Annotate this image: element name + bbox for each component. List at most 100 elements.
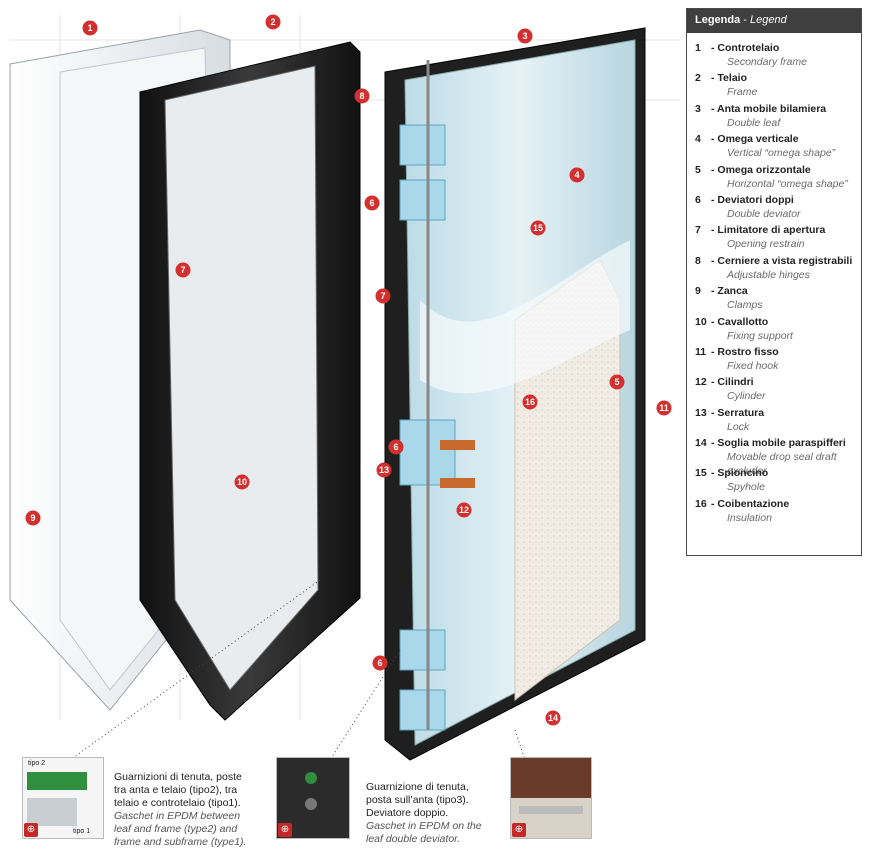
- legend-item-name: Spioncino: [717, 467, 768, 479]
- legend-item: 9- ZancaClamps: [695, 284, 861, 314]
- legend-item-name: Soglia mobile paraspifferi: [717, 437, 845, 449]
- marker-label: 5: [614, 377, 619, 387]
- legend-item-translation: Frame: [695, 85, 861, 99]
- marker-label: 6: [393, 442, 398, 452]
- marker-label: 4: [574, 170, 579, 180]
- legend-item-translation: Double deviator: [695, 207, 861, 221]
- legend-item: 2- TelaioFrame: [695, 71, 861, 101]
- marker-4: 4: [570, 168, 585, 183]
- caption-translation-line: leaf and frame (type2) and: [114, 823, 264, 836]
- legend-panel: Legenda - Legend 1- ControtelaioSecondar…: [686, 8, 862, 556]
- legend-item-translation: Spyhole: [695, 480, 861, 494]
- legend-item: 12- CilindriCylinder: [695, 375, 861, 405]
- zoom-right-icon[interactable]: ⊕: [512, 823, 526, 837]
- marker-label: 7: [380, 291, 385, 301]
- marker-1: 1: [83, 21, 98, 36]
- marker-label: 14: [548, 713, 558, 723]
- legend-header: Legenda - Legend: [687, 9, 861, 33]
- legend-item-number: 15: [695, 466, 711, 480]
- zoom-middle-icon[interactable]: ⊕: [278, 823, 292, 837]
- legend-item-number: 7: [695, 223, 711, 237]
- legend-item-number: 2: [695, 71, 711, 85]
- legend-item-translation: Cylinder: [695, 389, 861, 403]
- legend-item-name: Zanca: [717, 285, 747, 297]
- legend-item-name: Telaio: [717, 72, 747, 84]
- legend-item-number: 8: [695, 254, 711, 268]
- legend-item-translation: Horizontal “omega shape”: [695, 177, 861, 191]
- marker-7: 7: [176, 263, 191, 278]
- marker-16: 16: [523, 395, 538, 410]
- legend-item-translation: Opening restrain: [695, 237, 861, 251]
- legend-item-translation: Double leaf: [695, 116, 861, 130]
- marker-label: 8: [359, 91, 364, 101]
- legend-item-number: 4: [695, 132, 711, 146]
- caption-line: telaio e controtelaio (tipo1).: [114, 797, 264, 810]
- legend-item: 1- ControtelaioSecondary frame: [695, 41, 861, 71]
- legend-item-number: 6: [695, 193, 711, 207]
- marker-label: 11: [659, 403, 669, 413]
- marker-label: 1: [87, 23, 92, 33]
- legend-item-name: Cavallotto: [717, 316, 768, 328]
- legend-item-name: Coibentazione: [717, 498, 789, 510]
- marker-label: 3: [522, 31, 527, 41]
- frame: [140, 42, 360, 720]
- marker-label: 10: [237, 477, 247, 487]
- caption-line: Guarnizioni di tenuta, poste: [114, 771, 264, 784]
- marker-label: 2: [270, 17, 275, 27]
- marker-label: 15: [533, 223, 543, 233]
- legend-item-name: Omega orizzontale: [717, 164, 810, 176]
- marker-label: 13: [379, 465, 389, 475]
- marker-10: 10: [235, 475, 250, 490]
- legend-item: 8- Cerniere a vista registrabiliAdjustab…: [695, 254, 861, 284]
- legend-title: Legenda: [695, 14, 740, 26]
- marker-6: 6: [389, 440, 404, 455]
- caption-line: Deviatore doppio.: [366, 807, 496, 820]
- marker-9: 9: [26, 511, 41, 526]
- caption-line: tra anta e telaio (tipo2), tra: [114, 784, 264, 797]
- legend-item: 4- Omega verticaleVertical “omega shape”: [695, 132, 861, 162]
- legend-item-name: Controtelaio: [717, 42, 779, 54]
- legend-item: 6- Deviatori doppiDouble deviator: [695, 193, 861, 223]
- marker-11: 11: [657, 401, 672, 416]
- legend-item-number: 1: [695, 41, 711, 55]
- legend-item-name: Anta mobile bilamiera: [717, 103, 826, 115]
- legend-item-number: 13: [695, 406, 711, 420]
- marker-8: 8: [355, 89, 370, 104]
- marker-6: 6: [373, 656, 388, 671]
- marker-15: 15: [531, 221, 546, 236]
- caption-translation-line: frame and subframe (type1).: [114, 836, 264, 849]
- marker-label: 7: [180, 265, 185, 275]
- marker-2: 2: [266, 15, 281, 30]
- legend-title-separator: -: [740, 14, 750, 26]
- caption-line: Guarnizione di tenuta,: [366, 781, 496, 794]
- marker-7: 7: [376, 289, 391, 304]
- legend-item-name: Omega verticale: [717, 133, 798, 145]
- marker-label: 6: [377, 658, 382, 668]
- legend-item-name: Limitatore di apertura: [717, 224, 825, 236]
- legend-item-name: Cerniere a vista registrabili: [717, 255, 852, 267]
- zoom-left-icon[interactable]: ⊕: [24, 823, 38, 837]
- marker-label: 9: [30, 513, 35, 523]
- marker-3: 3: [518, 29, 533, 44]
- legend-item-translation: Clamps: [695, 298, 861, 312]
- legend-item-name: Cilindri: [717, 376, 753, 388]
- legend-item-name: Deviatori doppi: [717, 194, 793, 206]
- legend-item: 7- Limitatore di aperturaOpening restrai…: [695, 223, 861, 253]
- legend-item-number: 11: [695, 345, 711, 359]
- legend-item-translation: Vertical “omega shape”: [695, 146, 861, 160]
- legend-item: 5- Omega orizzontaleHorizontal “omega sh…: [695, 163, 861, 193]
- legend-list: 1- ControtelaioSecondary frame2- TelaioF…: [687, 33, 861, 527]
- legend-item-number: 9: [695, 284, 711, 298]
- tipo2-label: tipo 2: [28, 760, 45, 767]
- caption-line: posta sull’anta (tipo3).: [366, 794, 496, 807]
- legend-item-number: 14: [695, 436, 711, 450]
- legend-item-name: Rostro fisso: [717, 346, 778, 358]
- legend-item-translation: Adjustable hinges: [695, 268, 861, 282]
- legend-item: 3- Anta mobile bilamieraDouble leaf: [695, 102, 861, 132]
- legend-item: 11- Rostro fissoFixed hook: [695, 345, 861, 375]
- marker-13: 13: [377, 463, 392, 478]
- marker-6: 6: [365, 196, 380, 211]
- legend-item: 13- SerraturaLock: [695, 406, 861, 436]
- caption-translation-line: Gaschet in EPDM on the: [366, 820, 496, 833]
- legend-item: 16- CoibentazioneInsulation: [695, 497, 861, 527]
